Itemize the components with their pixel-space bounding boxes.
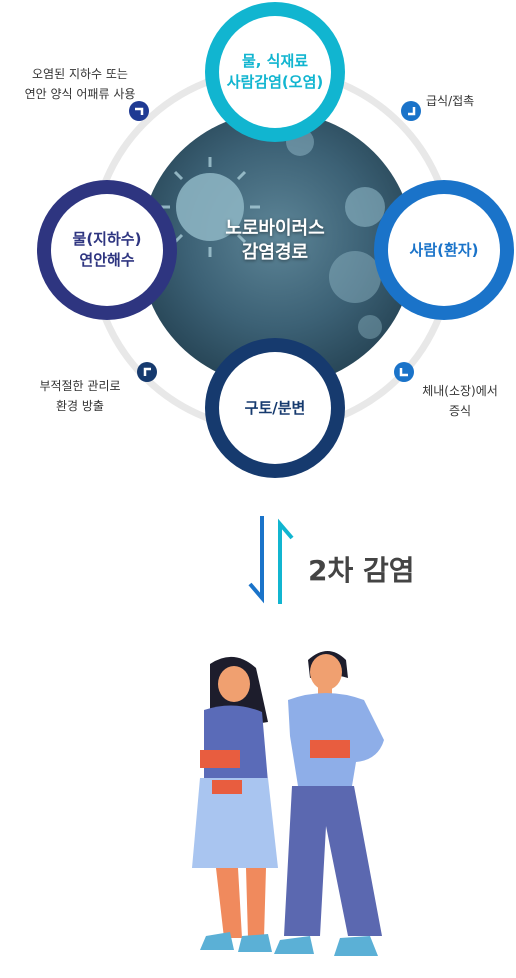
man-figure: [274, 651, 384, 956]
note-bottom-right: 체내(소장)에서 증식: [405, 381, 515, 421]
center-title-line1: 노로바이러스: [225, 218, 325, 239]
dot-bottom-left: [137, 362, 157, 382]
exchange-arrows-icon: [248, 516, 294, 604]
node-left: 물(지하수) 연안해수: [37, 180, 177, 320]
note-bottom-left-line1: 부적절한 관리로: [39, 379, 121, 393]
dot-top-left: [129, 101, 149, 121]
note-top-left: 오염된 지하수 또는 연안 양식 어패류 사용: [5, 64, 155, 104]
sick-people-illustration: [192, 651, 384, 956]
node-top-line1: 물, 식재료: [241, 52, 309, 70]
note-top-left-line2: 연안 양식 어패류 사용: [24, 87, 136, 101]
node-left-line2: 연안해수: [79, 251, 135, 269]
note-bottom-right-line1: 체내(소장)에서: [422, 384, 498, 398]
dot-top-right: [401, 101, 421, 121]
dot-bottom-right: [394, 362, 414, 382]
node-top: 물, 식재료 사람감염(오염): [205, 2, 345, 142]
secondary-infection-label: 2차 감염: [308, 554, 415, 587]
note-bottom-left-line2: 환경 방출: [56, 399, 104, 413]
woman-figure: [192, 656, 278, 952]
note-top-right-line1: 급식/접촉: [426, 94, 475, 108]
node-bottom-line1: 구토/분변: [244, 398, 306, 417]
node-left-line1: 물(지하수): [72, 230, 142, 248]
note-bottom-right-line2: 증식: [448, 404, 472, 418]
note-bottom-left: 부적절한 관리로 환경 방출: [20, 376, 140, 416]
center-title: 노로바이러스 감염경로: [200, 217, 350, 265]
note-top-right: 급식/접촉: [426, 91, 506, 111]
note-top-left-line1: 오염된 지하수 또는: [32, 67, 128, 81]
node-bottom: 구토/분변: [205, 338, 345, 478]
center-title-line2: 감염경로: [241, 242, 309, 263]
node-right: 사람(환자): [374, 180, 514, 320]
node-top-line2: 사람감염(오염): [226, 73, 324, 91]
node-right-line1: 사람(환자): [409, 240, 479, 259]
